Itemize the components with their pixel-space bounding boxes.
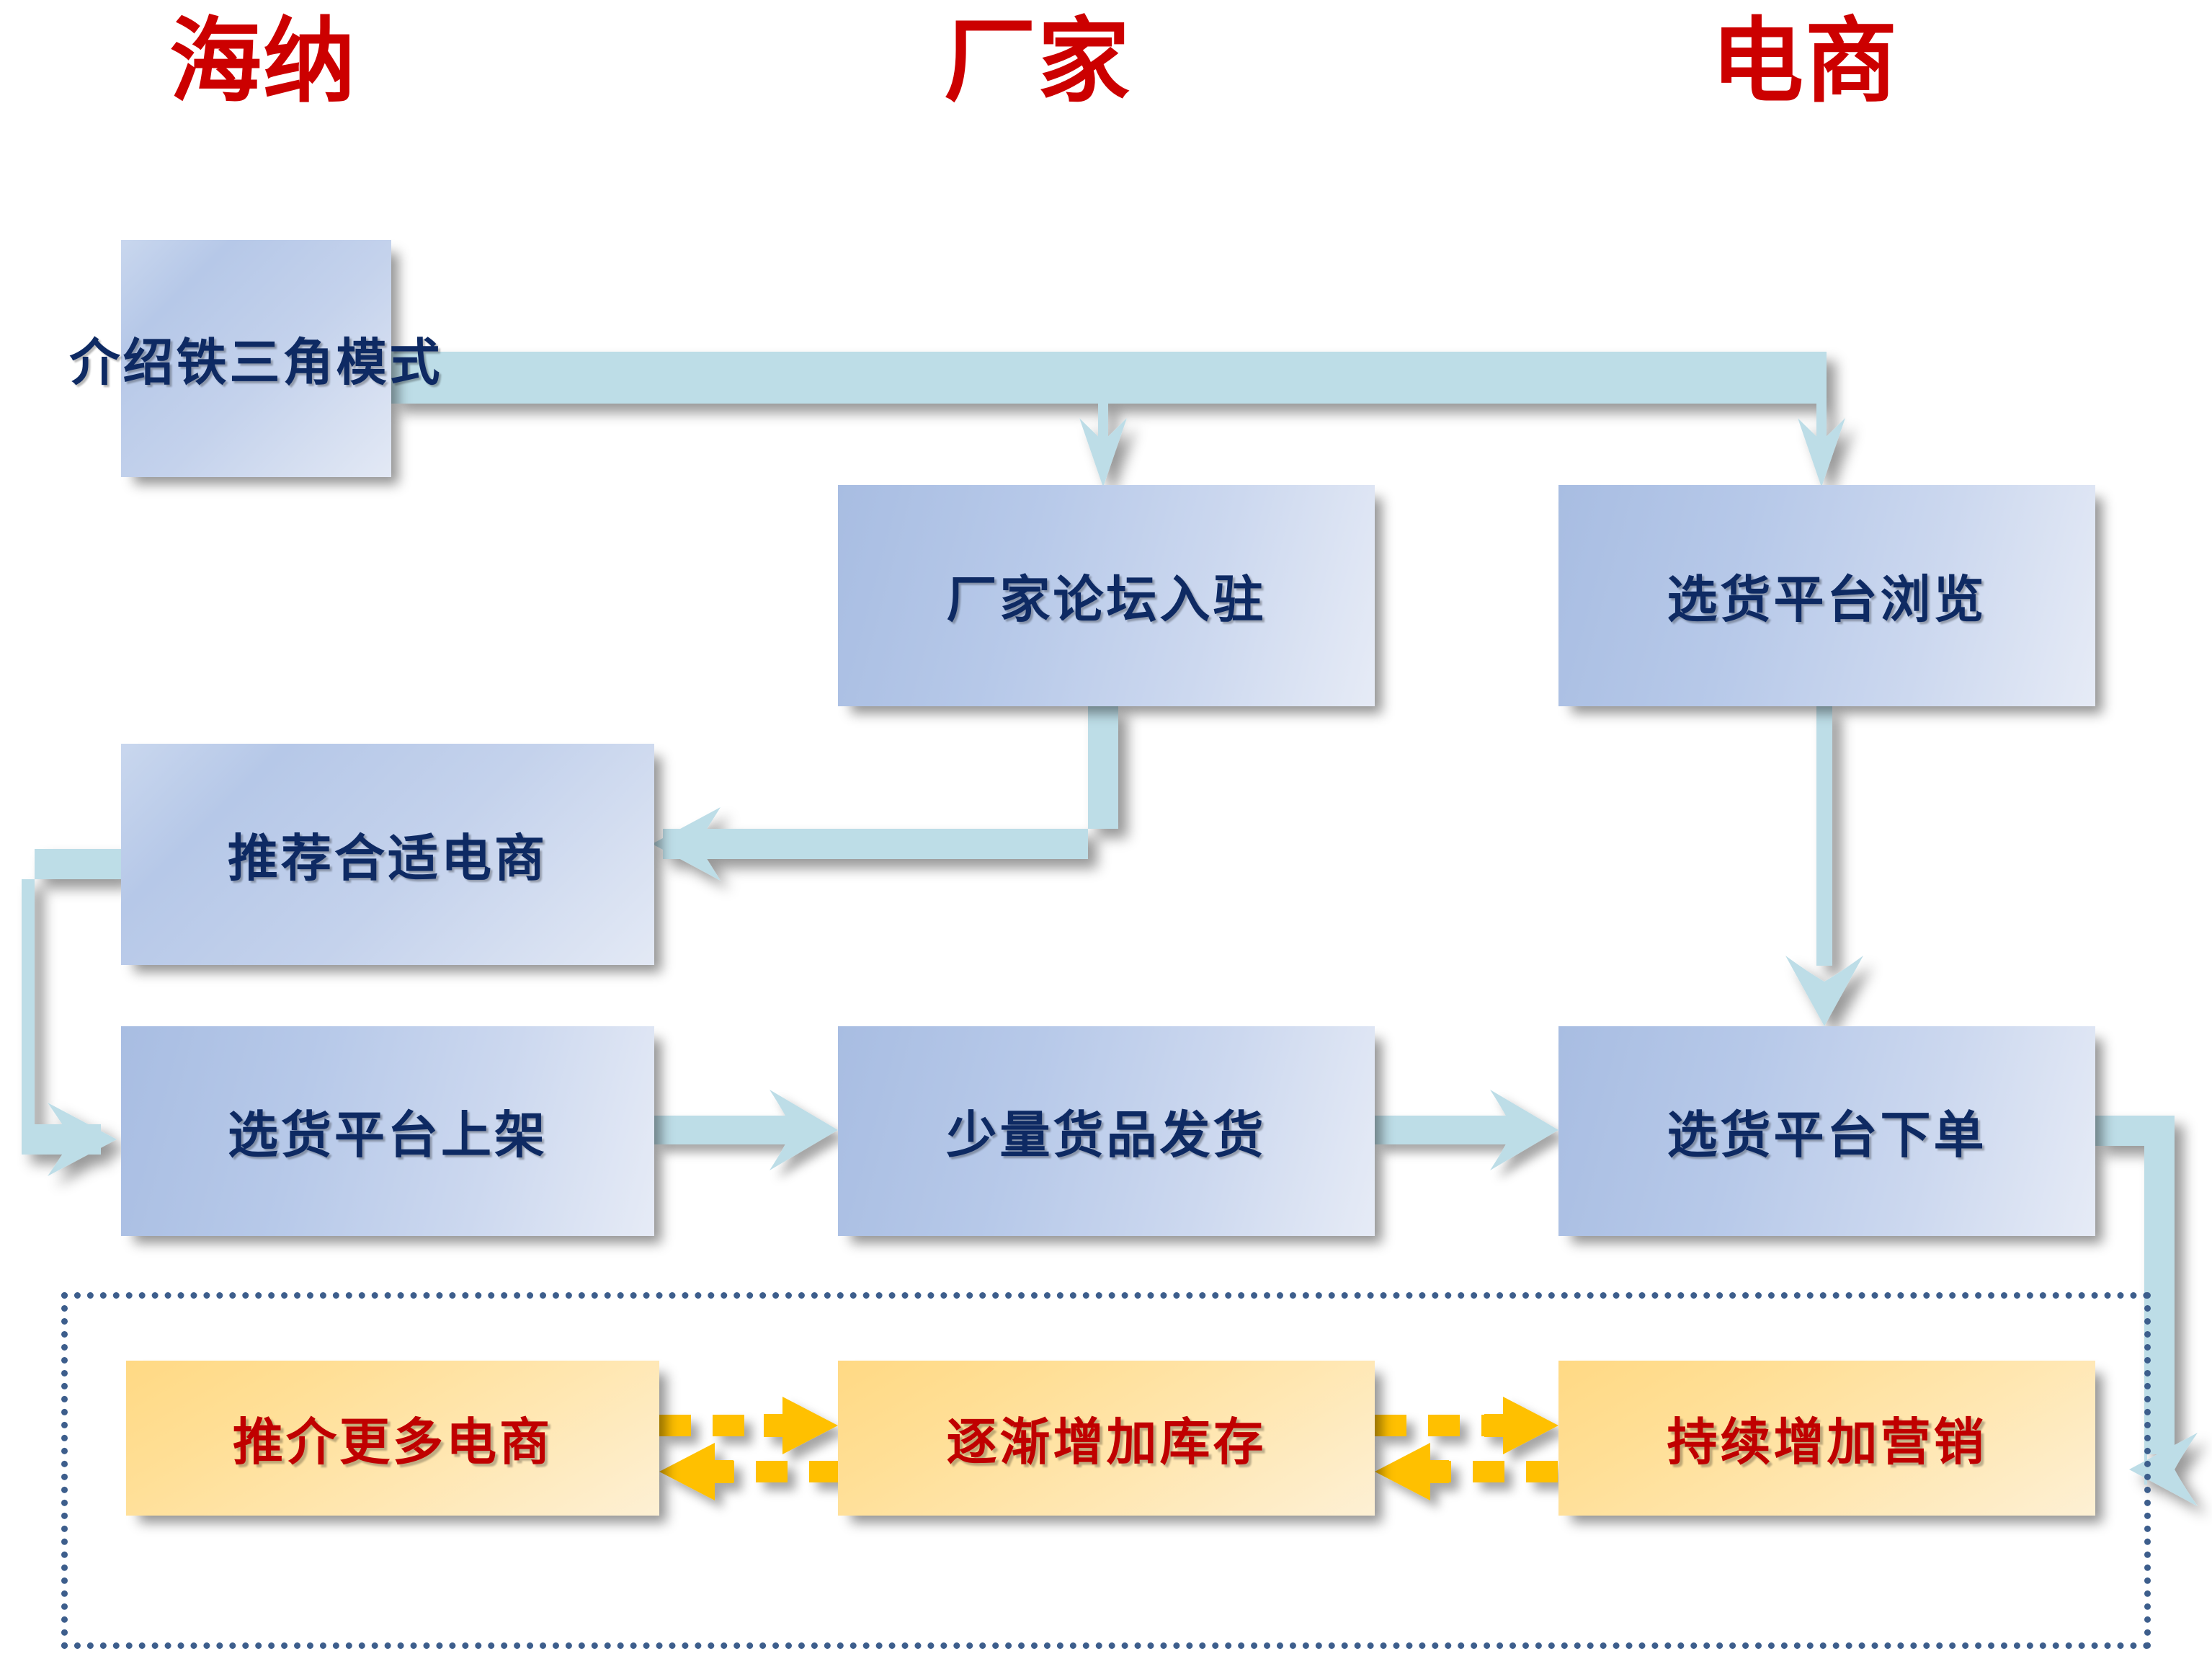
node-forum-label: 厂家论坛入驻 <box>946 570 1267 629</box>
node-recommend-label: 推荐合适电商 <box>228 829 548 888</box>
node-ship[interactable]: 少量货品发货 <box>838 1026 1375 1236</box>
node-forum[interactable]: 厂家论坛入驻 <box>838 485 1375 706</box>
edge-browse-to-order <box>1785 706 1863 1026</box>
node-order[interactable]: 选货平台下单 <box>1558 1026 2095 1236</box>
edge-intro-to-forum-and-browse <box>391 352 1845 487</box>
edge-ship-to-order <box>1375 1090 1558 1170</box>
edge-forum-to-recommend <box>652 706 1118 881</box>
node-market[interactable]: 持续增加营销 <box>1558 1361 2095 1516</box>
node-intro[interactable]: 介绍铁三角模式 <box>70 240 440 477</box>
edge-recommend-to-shelf <box>22 849 121 1176</box>
node-browse[interactable]: 选货平台浏览 <box>1558 485 2095 706</box>
node-browse-label: 选货平台浏览 <box>1667 570 1987 629</box>
column-header-factory: 厂家 <box>943 8 1131 115</box>
node-promote[interactable]: 推介更多电商 <box>126 1361 659 1516</box>
node-stock-label: 逐渐增加库存 <box>946 1413 1267 1472</box>
column-header-hainar: 海纳 <box>169 8 357 115</box>
node-promote-label: 推介更多电商 <box>233 1413 553 1472</box>
node-order-label: 选货平台下单 <box>1667 1106 1987 1165</box>
node-intro-label: 介绍铁三角模式 <box>69 333 443 392</box>
edge-shelf-to-ship <box>654 1090 838 1170</box>
node-ship-label: 少量货品发货 <box>946 1106 1267 1165</box>
cycle-group-container <box>61 1292 2151 1649</box>
node-market-label: 持续增加营销 <box>1667 1413 1987 1472</box>
node-stock[interactable]: 逐渐增加库存 <box>838 1361 1375 1516</box>
node-recommend[interactable]: 推荐合适电商 <box>121 744 654 965</box>
column-header-ecommerce: 电商 <box>1711 8 1899 115</box>
node-shelf-label: 选货平台上架 <box>228 1106 548 1165</box>
node-shelf[interactable]: 选货平台上架 <box>121 1026 654 1236</box>
